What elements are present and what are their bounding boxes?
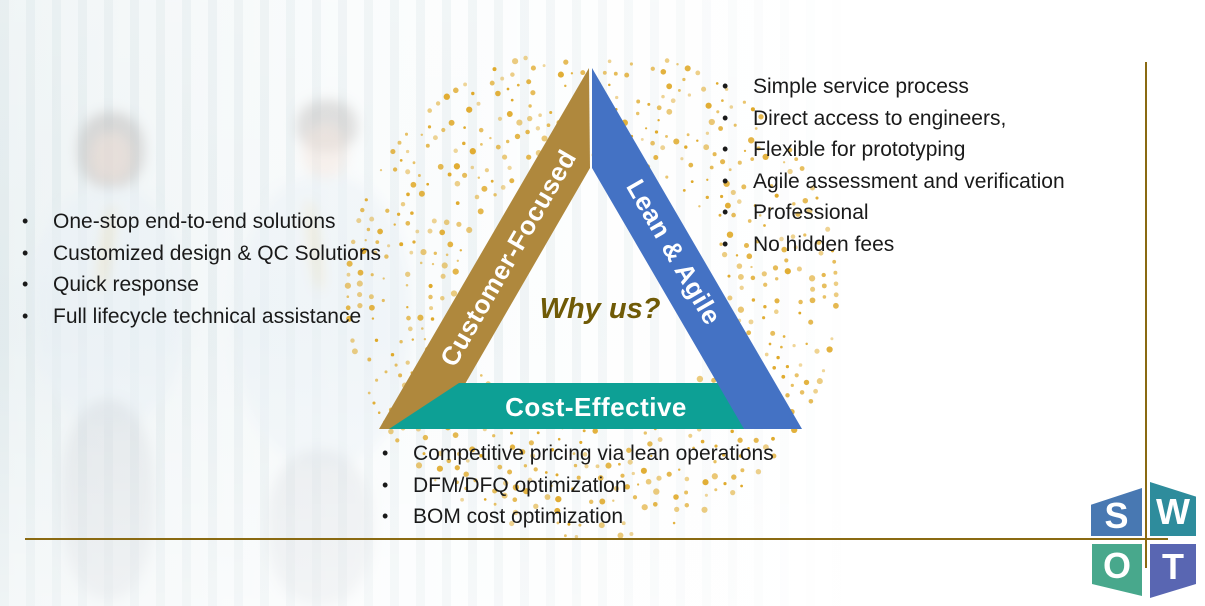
list-item-text: Professional [753, 201, 869, 224]
list-item-text: Quick response [53, 273, 199, 296]
list-item: • Competitive pricing via lean operations [382, 438, 774, 470]
list-item-text: Agile assessment and verification [753, 169, 1065, 193]
bullet-glyph: • [722, 139, 729, 159]
gold-horizontal-line [25, 538, 1168, 540]
list-item: • No hidden fees [722, 229, 1065, 261]
list-item: • Full lifecycle technical assistance [22, 301, 381, 333]
bullet-glyph: • [382, 474, 389, 495]
list-item-text: Simple service process [753, 75, 969, 98]
list-item: • Professional [722, 197, 1065, 229]
list-item: • Agile assessment and verification [722, 166, 1065, 198]
bottom-bullet-list: • Competitive pricing via lean operations… [382, 438, 774, 533]
list-item: • Quick response [22, 269, 381, 301]
list-item-text: Flexible for prototyping [753, 138, 966, 161]
triangle-right-band [592, 68, 802, 429]
logo-letter: O [1102, 545, 1131, 586]
swot-logo-w: W [1150, 482, 1196, 536]
swot-logo-t: T [1150, 544, 1196, 598]
list-item-text: No hidden fees [753, 232, 895, 256]
triangle-bottom-label: Cost-Effective [505, 392, 687, 422]
bullet-glyph: • [22, 305, 29, 326]
bullet-glyph: • [382, 443, 389, 463]
list-item-text: Customized design & QC Solutions [53, 241, 381, 265]
list-item-text: BOM cost optimization [413, 505, 624, 528]
list-item: • Simple service process [722, 71, 1065, 103]
list-item: • DFM/DFQ optimization [382, 470, 774, 502]
bullet-glyph: • [722, 76, 729, 96]
list-item-text: Full lifecycle technical assistance [53, 304, 362, 328]
list-item: • One-stop end-to-end solutions [22, 206, 381, 238]
background-photo [0, 0, 880, 606]
list-item-text: One-stop end-to-end solutions [53, 210, 336, 233]
left-bullet-list: • One-stop end-to-end solutions • Customiz… [22, 206, 381, 332]
logo-letter: T [1162, 546, 1184, 587]
bullet-glyph: • [722, 107, 729, 128]
bullet-glyph: • [722, 233, 729, 254]
bullet-glyph: • [22, 211, 29, 231]
list-item-text: DFM/DFQ optimization [413, 473, 627, 497]
list-item: • Direct access to engineers, [722, 103, 1065, 135]
triangle-bottom-band [389, 383, 789, 429]
swot-logo: S W O T [1091, 481, 1196, 599]
list-item: • BOM cost optimization [382, 501, 774, 533]
bullet-glyph: • [722, 202, 729, 222]
swot-logo-s: S [1091, 488, 1142, 536]
list-item-text: Direct access to engineers, [753, 106, 1007, 130]
logo-letter: W [1156, 491, 1190, 532]
triangle-left-label: Customer-Focused [434, 144, 582, 371]
bullet-glyph: • [382, 506, 389, 526]
bullet-glyph: • [22, 242, 29, 263]
gold-vertical-line [1145, 62, 1147, 568]
swot-logo-o: O [1092, 544, 1142, 596]
triangle-left-band [379, 68, 590, 429]
list-item: • Customized design & QC Solutions [22, 238, 381, 270]
center-question: Why us? [539, 293, 661, 325]
logo-letter: S [1104, 495, 1129, 536]
bullet-glyph: • [722, 170, 729, 191]
list-item: • Flexible for prototyping [722, 134, 1065, 166]
bullet-glyph: • [22, 274, 29, 294]
right-bullet-list: • Simple service process • Direct access t… [722, 71, 1065, 260]
list-item-text: Competitive pricing via lean operations [413, 442, 774, 465]
white-wash-overlay [0, 0, 880, 606]
